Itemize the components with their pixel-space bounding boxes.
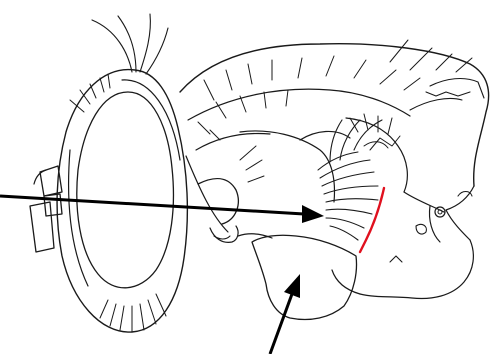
highlighted-seta [360, 188, 384, 252]
left-arrow [0, 196, 324, 223]
sternopleural-bristles [318, 114, 400, 240]
thorax [180, 44, 489, 299]
thorax-bristles [198, 40, 472, 182]
bottom-arrow [270, 274, 300, 354]
oral-bristles [100, 294, 166, 332]
head-bristles [70, 14, 168, 112]
coxa-plate [210, 226, 357, 320]
fly-line-drawing [0, 14, 489, 354]
